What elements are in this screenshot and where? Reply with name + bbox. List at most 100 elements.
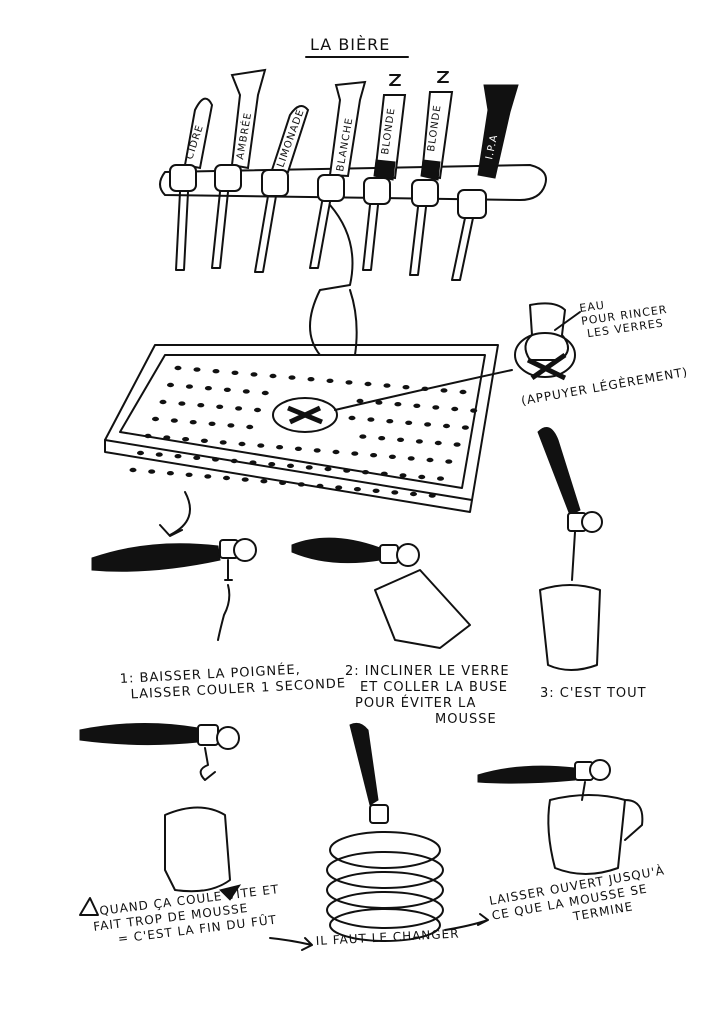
drain-hole	[410, 491, 417, 497]
drain-hole	[288, 375, 296, 380]
drain-hole	[380, 471, 388, 476]
drain-hole	[185, 384, 193, 389]
drain-hole	[276, 445, 284, 450]
drip-tray	[104, 344, 499, 513]
drain-hole	[152, 416, 159, 422]
drain-hole	[193, 455, 201, 460]
drain-hole	[405, 420, 413, 425]
drain-hole	[443, 423, 450, 429]
keg-warning-text: QUAND ÇA COULE VITE ET FAIT TROP DE MOUS…	[91, 881, 289, 948]
drain-hole	[324, 466, 332, 472]
tap-tower	[159, 164, 547, 356]
drain-hole	[144, 433, 152, 439]
drain-hole	[204, 474, 212, 479]
arrow-to-open	[444, 913, 489, 931]
drain-hole	[204, 386, 212, 391]
drain-hole	[185, 472, 193, 477]
tap-blonde-1: BLONDE	[362, 74, 407, 271]
drain-hole	[174, 454, 182, 459]
drain-hole	[386, 419, 394, 424]
drain-hole	[260, 479, 268, 484]
drain-hole	[294, 446, 302, 451]
drain-hole	[193, 367, 201, 372]
tap-top-mark	[437, 71, 449, 83]
drain-hole	[182, 437, 190, 442]
drain-hole	[364, 381, 372, 387]
drain-hole	[257, 443, 265, 448]
drain-hole	[200, 438, 208, 443]
drain-hole	[230, 458, 238, 464]
drain-hole	[432, 405, 440, 410]
drain-hole	[208, 421, 216, 426]
drain-hole	[166, 471, 174, 476]
drain-hole	[332, 449, 340, 455]
drain-hole	[437, 476, 444, 481]
tap-ambree: AMBRÉE	[211, 68, 267, 269]
step-3-caption: 3: C'EST TOUT	[540, 686, 647, 701]
drain-hole	[399, 473, 407, 478]
step-2-illustration	[291, 537, 471, 649]
drain-hole	[287, 463, 294, 468]
tap-top-mark	[389, 74, 401, 86]
drain-hole	[356, 398, 364, 404]
drain-hole	[167, 382, 174, 388]
drain-hole	[269, 373, 277, 379]
drain-hole	[316, 483, 324, 489]
step-1-caption: 1: BAISSER LA POIGNÉE, LAISSER COULER 1 …	[119, 659, 346, 703]
drain-hole	[279, 480, 287, 485]
drain-hole	[238, 441, 246, 447]
drain-hole	[212, 369, 220, 374]
drain-hole	[397, 437, 405, 442]
drain-hole	[407, 456, 415, 461]
drain-hole	[470, 408, 478, 413]
drain-hole	[461, 425, 469, 430]
drain-hole	[428, 493, 436, 498]
foaming-tap-illustration	[79, 722, 242, 901]
rinser-pointer-arrow	[334, 369, 513, 411]
drain-hole	[453, 442, 461, 447]
drain-hole	[383, 383, 391, 388]
drain-hole	[402, 385, 410, 390]
drain-hole	[242, 389, 250, 394]
drain-hole	[362, 470, 369, 475]
drain-hole	[348, 415, 356, 421]
drain-hole	[413, 403, 421, 408]
drain-hole	[148, 469, 156, 474]
drain-hole	[426, 457, 434, 463]
drain-hole	[370, 453, 378, 458]
rinser-star	[287, 405, 323, 425]
drain-hole	[359, 434, 367, 439]
drain-hole	[223, 387, 231, 392]
drain-hole	[394, 402, 402, 407]
change-keg-text: IL FAUT LE CHANGER	[315, 926, 459, 948]
drain-hole	[297, 482, 305, 487]
drain-hole	[424, 422, 432, 427]
drain-hole	[159, 399, 167, 405]
drain-hole	[440, 388, 448, 393]
drain-hole	[216, 404, 224, 409]
drain-hole	[353, 487, 361, 492]
drain-hole	[250, 372, 258, 377]
drain-hole	[241, 477, 249, 482]
drain-hole	[351, 451, 359, 456]
drain-hole	[372, 488, 380, 493]
leave-open-text: LAISSER OUVERT JUSQU'À CE QUE LA MOUSSE …	[488, 861, 676, 937]
rinser-note: EAU POUR RINCER LES VERRES	[579, 289, 675, 340]
drain-hole	[231, 370, 239, 375]
tap-cidre: CIDRE	[169, 97, 214, 271]
tap-limonade: LIMONADE	[254, 105, 310, 273]
drain-hole	[345, 380, 353, 385]
step-1-illustration	[91, 538, 257, 641]
drain-hole	[235, 406, 243, 411]
keg-illustration	[326, 722, 444, 942]
tap-blanche: BLANCHE	[309, 80, 367, 269]
tap-ipa: I.P.A	[451, 84, 519, 281]
drain-hole	[174, 365, 182, 371]
drain-hole	[268, 462, 276, 467]
tap-blonde-2: BLONDE	[409, 71, 454, 276]
drain-hole	[137, 450, 144, 456]
drain-hole	[197, 403, 205, 408]
drain-hole	[227, 423, 235, 428]
